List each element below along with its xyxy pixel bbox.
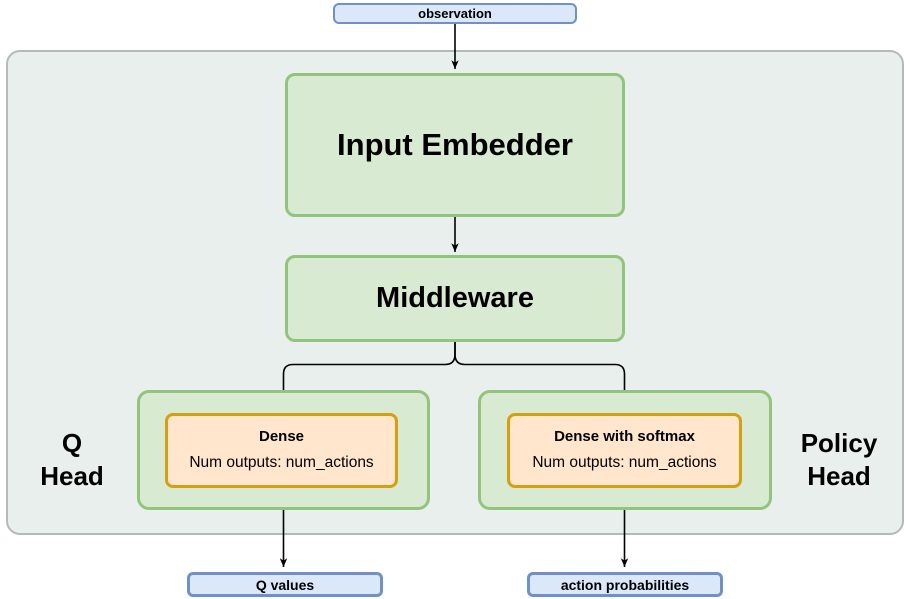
policy-head-label-line1: Policy (800, 428, 878, 458)
policy-head-dense-node: Dense with softmax Num outputs: num_acti… (507, 413, 742, 488)
q-head-dense-node: Dense Num outputs: num_actions (165, 413, 398, 488)
observation-label: observation (418, 6, 492, 21)
action-probabilities-label: action probabilities (560, 576, 690, 593)
policy-head-label-line2: Head (807, 461, 871, 491)
policy-dense-outputs: Num outputs: num_actions (532, 454, 717, 472)
input-embedder-node: Input Embedder (285, 73, 625, 217)
q-dense-title: Dense (258, 428, 305, 446)
action-probabilities-node: action probabilities (527, 572, 723, 597)
policy-dense-title: Dense with softmax (554, 428, 695, 446)
q-head-label-line1: Q (61, 428, 83, 458)
q-head-label-line2: Head (40, 461, 104, 491)
policy-head-label: Policy Head (784, 427, 894, 493)
q-dense-outputs: Num outputs: num_actions (189, 454, 374, 472)
observation-node: observation (333, 3, 577, 24)
middleware-node: Middleware (285, 255, 625, 342)
q-values-label: Q values (255, 576, 315, 593)
input-embedder-label: Input Embedder (337, 127, 573, 162)
q-values-node: Q values (187, 572, 383, 597)
middleware-label: Middleware (376, 282, 534, 314)
q-head-label: Q Head (17, 427, 127, 493)
